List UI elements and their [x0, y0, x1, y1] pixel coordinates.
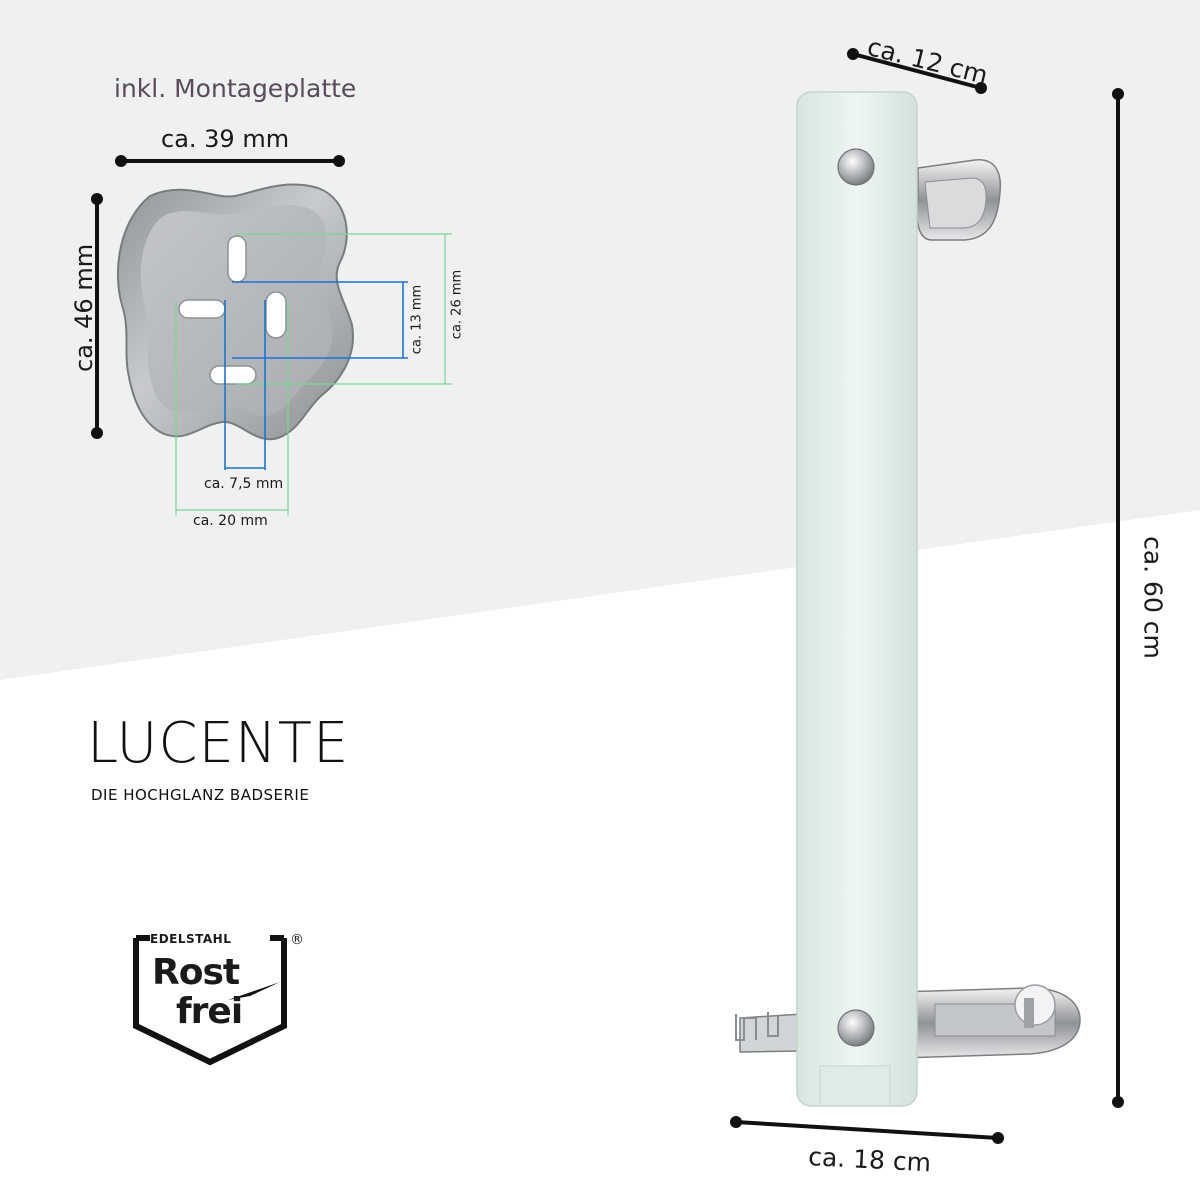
badge-top-text: EDELSTAHL [150, 932, 232, 946]
glass-notch [819, 1065, 891, 1107]
bottom-bolt [837, 1009, 875, 1047]
badge-line-frei: frei [176, 991, 243, 1032]
product-bottom-width-label: ca. 18 cm [807, 1142, 932, 1178]
top-bracket [916, 159, 1002, 241]
plate-dimension-lines [91, 155, 345, 439]
product-height-label: ca. 60 cm [1138, 536, 1168, 659]
badge-line-rost: Rost [152, 952, 240, 993]
top-bolt [837, 148, 875, 186]
plate-inner [140, 204, 333, 416]
plate-slot [265, 291, 287, 339]
green-measure-lines [175, 233, 452, 516]
badge-registered-mark: ® [290, 932, 304, 948]
series-name: LUCENTE [87, 711, 350, 776]
plate-slot [209, 365, 257, 385]
glass-panel [796, 91, 918, 1107]
series-tagline: DIE HOCHGLANZ BADSERIE [91, 786, 310, 804]
blue-measure-lines [224, 281, 408, 470]
rostfrei-badge [133, 935, 287, 1066]
plate-hole-spacing-20-label: ca. 20 mm [193, 513, 268, 529]
bottom-tray [735, 984, 1081, 1059]
badge-flourish [228, 982, 280, 1000]
mounting-plate-caption: inkl. Montageplatte [114, 74, 357, 103]
plate-width-label: ca. 39 mm [161, 125, 290, 153]
product-dimension-lines [730, 48, 1124, 1144]
plate-hole-spacing-7-5-label: ca. 7,5 mm [204, 476, 284, 492]
